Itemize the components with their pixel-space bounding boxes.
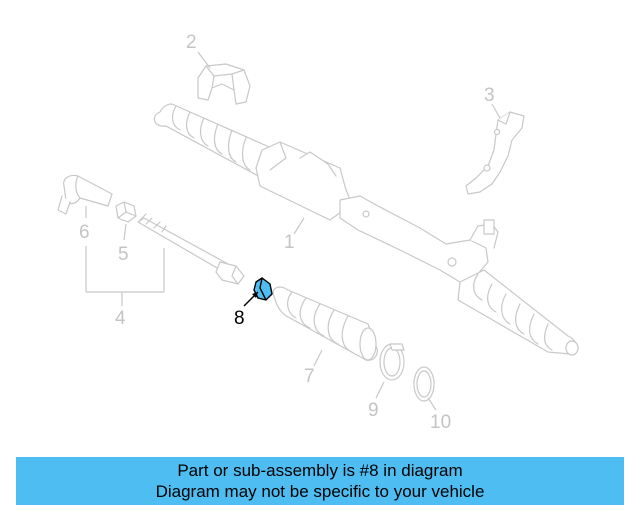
part-10-ring: [413, 366, 435, 402]
callout-10: 10: [430, 412, 451, 433]
callout-6: 6: [79, 222, 90, 243]
part-6-tie-rod-end: [57, 174, 113, 215]
callout-2: 2: [186, 32, 197, 53]
callout-8: 8: [234, 308, 245, 329]
info-banner: Part or sub-assembly is #8 in diagram Di…: [16, 457, 624, 505]
callout-1: 1: [284, 232, 295, 253]
callout-7: 7: [304, 366, 315, 387]
part-5-nut: [115, 201, 137, 223]
leader-lines: [85, 51, 501, 411]
part-9-clamp: [379, 343, 405, 381]
part-4-inner-tie-rod: [137, 213, 245, 285]
banner-line-2: Diagram may not be specific to your vehi…: [155, 482, 485, 501]
part-7-boot: [272, 286, 378, 361]
part-3-bracket: [465, 111, 525, 195]
part-1-rack-housing: [153, 103, 579, 356]
callout-3: 3: [484, 85, 495, 106]
callout-9: 9: [368, 400, 379, 421]
banner-line-1: Part or sub-assembly is #8 in diagram: [177, 461, 463, 480]
part-8-highlighted: [243, 277, 273, 307]
part-2-bushing: [197, 63, 251, 105]
callout-5: 5: [118, 244, 129, 265]
callout-4: 4: [115, 308, 126, 329]
